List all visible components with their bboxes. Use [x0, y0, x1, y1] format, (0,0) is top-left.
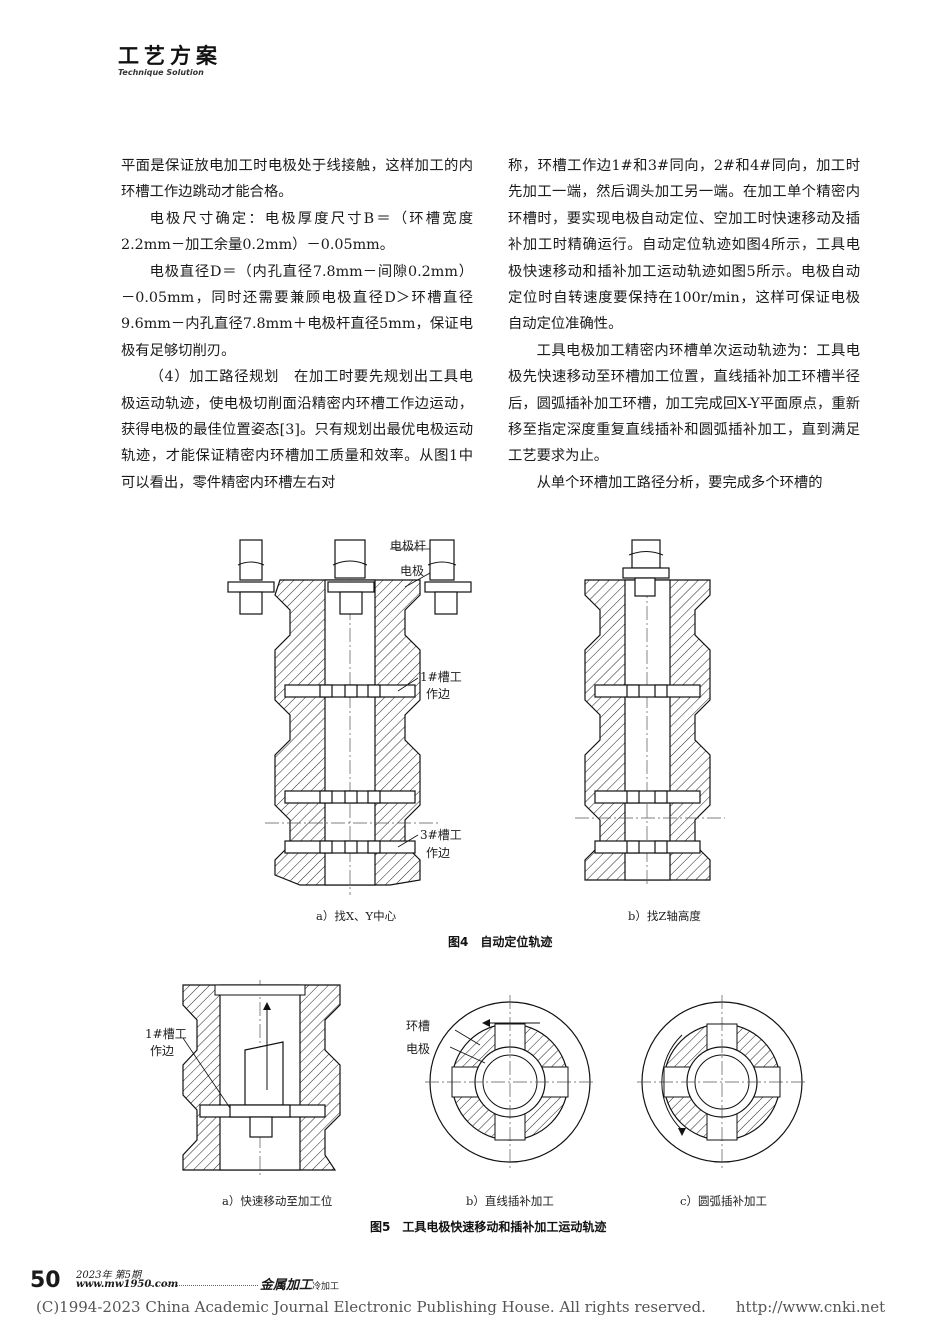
right-column: 称，环槽工作边1#和3#同向，2#和4#同向，加工时先加工一端，然后调头加工另一… — [508, 153, 860, 496]
fig4-label-groove3-a: 3#槽工 — [420, 828, 462, 842]
paragraph: 电极直径D＝（内孔直径7.8mm－间隙0.2mm）－0.05mm，同时还需要兼顾… — [121, 263, 473, 359]
journal-url: www.mw1950.com — [76, 1279, 179, 1290]
magazine-name: 金属加工冷加工 — [260, 1274, 339, 1293]
paragraph: 平面是保证放电加工时电极处于线接触，这样加工的内环槽工作边跳动才能合格。 — [121, 158, 473, 201]
fig5b-diagram — [425, 995, 595, 1170]
fig5c-diagram — [637, 995, 807, 1170]
fig5-title: 图5 工具电极快速移动和插补加工运动轨迹 — [370, 1220, 607, 1234]
page-number: 50 — [30, 1268, 61, 1293]
fig4-caption-b: b）找Z轴高度 — [628, 909, 701, 923]
fig5a-diagram — [182, 980, 341, 1175]
fig5-label-electrode: 电极 — [406, 1042, 431, 1056]
paragraph: 电极尺寸确定：电极厚度尺寸B＝（环槽宽度2.2mm－加工余量0.2mm）－0.0… — [121, 210, 473, 254]
paragraph: 从单个环槽加工路径分析，要完成多个环槽的 — [536, 474, 823, 491]
fig4-label-groove1-a: 1#槽工 — [420, 670, 462, 684]
fig4-label-groove1-b: 作边 — [426, 687, 451, 701]
magazine-subtitle: 冷加工 — [312, 1282, 340, 1292]
fig4a-diagram — [227, 539, 472, 895]
section-header: 工艺方案 Technique Solution — [118, 40, 222, 77]
section-title: 工艺方案 — [118, 44, 222, 68]
magazine-title: 金属加工 — [260, 1278, 313, 1293]
issue-label: 2023年 第5期 — [76, 1270, 141, 1281]
paragraph: 工具电极加工精密内环槽单次运动轨迹为：工具电极先快速移动至环槽加工位置，直线插补… — [508, 342, 860, 465]
fig5-label-ring: 环槽 — [406, 1019, 431, 1033]
fig4-label-electrode: 电极 — [400, 564, 425, 578]
paragraph: （4）加工路径规划 在加工时要先规划出工具电极运动轨迹，使电极切削面沿精密内环槽… — [121, 369, 473, 491]
copyright-notice: (C)1994-2023 China Academic Journal Elec… — [36, 1298, 886, 1316]
section-subtitle: Technique Solution — [118, 68, 204, 77]
fig4-caption-a: a）找X、Y中心 — [316, 909, 397, 923]
fig5-label-groove1-b: 作边 — [150, 1044, 175, 1058]
footer-divider — [150, 1285, 258, 1286]
fig4-label-groove3-b: 作边 — [426, 846, 451, 860]
left-column: 平面是保证放电加工时电极处于线接触，这样加工的内环槽工作边跳动才能合格。电极尺寸… — [121, 153, 473, 496]
fig4-title: 图4 自动定位轨迹 — [448, 935, 553, 949]
fig4b-diagram — [575, 539, 725, 885]
fig5-caption-a: a）快速移动至加工位 — [222, 1194, 333, 1208]
fig5-label-groove1-a: 1#槽工 — [145, 1027, 187, 1041]
fig4-label-rod: 电极杆 — [390, 539, 427, 553]
fig5-caption-c: c）圆弧插补加工 — [680, 1194, 767, 1208]
paragraph: 称，环槽工作边1#和3#同向，2#和4#同向，加工时先加工一端，然后调头加工另一… — [508, 158, 860, 333]
fig5-caption-b: b）直线插补加工 — [466, 1194, 554, 1208]
